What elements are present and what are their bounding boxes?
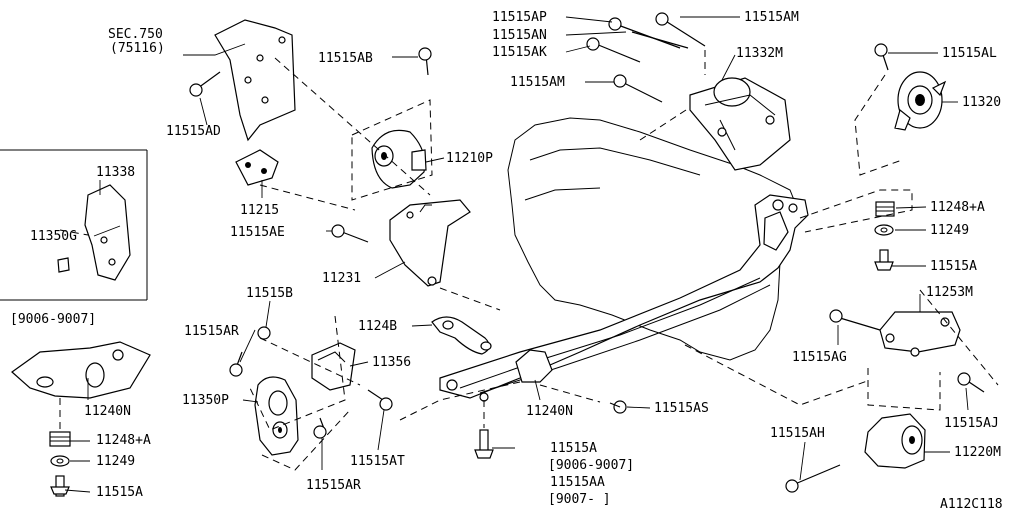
label-11515AK: 11515AK [492,45,547,60]
diagram-code: A112C118 [940,497,1003,512]
label-11515AS: 11515AS [654,401,709,416]
label-11515A-bot: 11515A [550,441,597,456]
label-11515AH: 11515AH [770,426,825,441]
label-11220M: 11220M [954,445,1001,460]
stay-1124B [431,316,492,355]
label-11338: 11338 [96,165,135,180]
label-11515A-right: 11515A [930,259,977,274]
inset-crossmember [11,341,151,497]
mount-11210P [371,129,427,189]
mount-11350P [254,376,299,456]
callout-labels: SEC.750 (75116) 11515AD 11215 11515AB 11… [10,10,1003,512]
label-range-left: [9006-9007] [10,312,96,327]
bracket-11332M [689,77,791,171]
dashed-guides [59,50,999,471]
label-1124B: 1124B [358,319,397,334]
label-11515AL: 11515AL [942,46,997,61]
right-stack [874,201,895,271]
bracket-11253M [879,311,961,357]
label-range-a: [9006-9007] [548,458,634,473]
label-11248A-right: 11248+A [930,200,985,215]
label-11515AM-top: 11515AM [744,10,799,25]
label-11515AA: 11515AA [550,475,605,490]
label-11515AD: 11515AD [166,124,221,139]
label-11515AM-mid: 11515AM [510,75,565,90]
label-11515AP: 11515AP [492,10,547,25]
crossmember [439,194,809,402]
label-11515AJ: 11515AJ [944,416,999,431]
label-11240N-left: 11240N [84,404,131,419]
label-11215: 11215 [240,203,279,218]
label-11515AG: 11515AG [792,350,847,365]
label-11515AN: 11515AN [492,28,547,43]
label-11249-left: 11249 [96,454,135,469]
label-11240N-mid: 11240N [526,404,573,419]
label-11515AT: 11515AT [350,454,405,469]
bracket-sec750 [214,19,296,186]
label-11515B: 11515B [246,286,293,301]
label-11515AB: 11515AB [318,51,373,66]
bracket-11231 [389,199,471,287]
label-11332M: 11332M [736,46,783,61]
label-11320: 11320 [962,95,1001,110]
label-11350P: 11350P [182,393,229,408]
mount-11320 [894,71,947,131]
label-11248A-left: 11248+A [96,433,151,448]
label-11515A-left: 11515A [96,485,143,500]
label-11253M: 11253M [926,285,973,300]
label-sec750: SEC.750 [108,27,163,42]
label-11356: 11356 [372,355,411,370]
bracket-11356 [311,342,356,391]
label-11350G: 11350G [30,229,77,244]
label-11231: 11231 [322,271,361,286]
leader-lines [64,16,969,493]
mount-11220M [864,413,926,469]
bolts [189,12,985,493]
inset-frame [0,149,148,301]
label-11210P: 11210P [446,151,493,166]
engine-block [507,117,801,361]
label-11515AR-bot: 11515AR [306,478,361,493]
label-11515AR-top: 11515AR [184,324,239,339]
inset-part-11338 [57,184,131,281]
label-11515AE: 11515AE [230,225,285,240]
label-11249-right: 11249 [930,223,969,238]
label-range-b: [9007- ] [548,492,611,507]
label-sec750-sub: (75116) [110,41,165,56]
